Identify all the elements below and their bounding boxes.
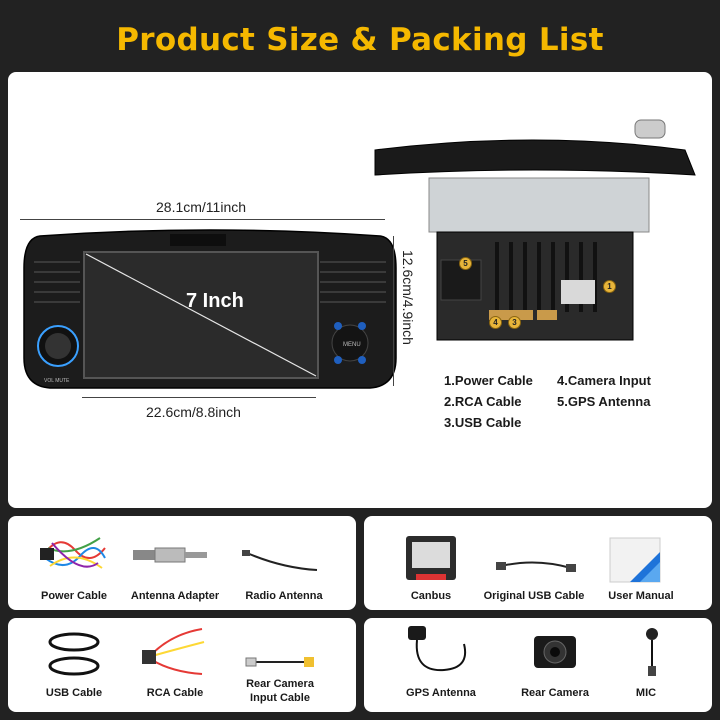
connector-badge-4: 4 xyxy=(489,316,502,329)
acc-label-rca-cable: RCA Cable xyxy=(146,687,204,699)
front-unit-illustration xyxy=(23,229,397,389)
rca-cable-icon xyxy=(142,628,205,675)
canbus-icon xyxy=(406,536,456,580)
acc-label-gps-antenna: GPS Antenna xyxy=(406,687,476,699)
packing-item: 2.RCA Cable xyxy=(444,394,522,409)
accessories-panel-1 xyxy=(8,516,356,610)
acc-label-antenna-adapter: Antenna Adapter xyxy=(130,590,220,602)
rear-camera-icon xyxy=(534,636,576,668)
knob-label: VOL MUTE xyxy=(44,378,70,384)
packing-item: 3.USB Cable xyxy=(444,415,522,430)
acc-label-rear-camera: Rear Camera xyxy=(521,687,589,699)
original-usb-cable-icon xyxy=(496,561,576,572)
rear-camera-input-cable-icon xyxy=(245,657,314,667)
user-manual-icon xyxy=(609,537,661,583)
height-line xyxy=(393,236,394,386)
usb-cable-icon xyxy=(48,632,100,676)
packing-list-col1: 1.Power Cable 2.RCA Cable 3.USB Cable xyxy=(444,370,533,433)
width-outer-line xyxy=(20,219,385,220)
back-unit-illustration xyxy=(374,119,696,341)
radio-antenna-icon xyxy=(242,550,318,571)
acc-label-original-usb-cable: Original USB Cable xyxy=(483,590,585,602)
packing-item: 4.Camera Input xyxy=(557,373,651,388)
width-inner-line xyxy=(82,397,316,398)
acc-label-mic: MIC xyxy=(635,687,657,699)
gps-antenna-icon xyxy=(408,626,466,672)
packing-list-col2: 4.Camera Input 5.GPS Antenna xyxy=(557,370,651,412)
acc-label-user-manual: User Manual xyxy=(608,590,674,602)
power-cable-icon xyxy=(40,537,106,569)
acc-label-radio-antenna: Radio Antenna xyxy=(245,590,323,602)
antenna-adapter-icon xyxy=(133,547,207,563)
mic-icon xyxy=(646,628,658,676)
acc-label-canbus: Canbus xyxy=(410,590,452,602)
connector-badge-5: 5 xyxy=(459,257,472,270)
acc-label-rear-camera-input-cable-line1: Rear Camera xyxy=(246,678,314,690)
packing-item: 1.Power Cable xyxy=(444,373,533,388)
connector-badge-1: 1 xyxy=(603,280,616,293)
width-inner-label: 22.6cm/8.8inch xyxy=(146,404,241,420)
page-title: Product Size & Packing List xyxy=(116,22,604,58)
screen-size-label: 7 Inch xyxy=(186,290,244,312)
connector-badge-3: 3 xyxy=(508,316,521,329)
width-outer-label: 28.1cm/11inch xyxy=(156,199,247,215)
acc-label-usb-cable: USB Cable xyxy=(45,687,103,699)
packing-item: 5.GPS Antenna xyxy=(557,394,651,409)
menu-button-label: MENU xyxy=(343,342,361,348)
acc-label-rear-camera-input-cable-line2: Input Cable xyxy=(250,692,310,704)
acc-label-power-cable: Power Cable xyxy=(40,590,108,602)
